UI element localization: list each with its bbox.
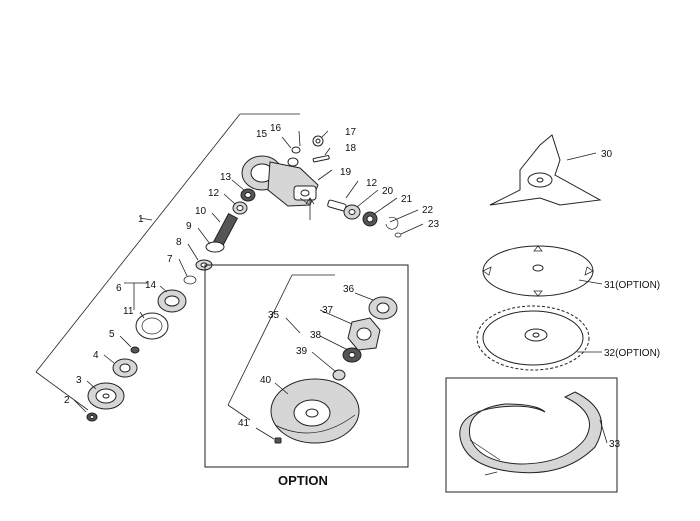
callout-23: 23 (428, 219, 440, 230)
callout-6: 6 (116, 283, 122, 294)
callout-30: 30 (601, 149, 613, 160)
callout-3: 3 (76, 375, 82, 386)
callout-40: 40 (260, 375, 272, 386)
callout-36: 36 (343, 284, 355, 295)
callout-32: 32(OPTION) (604, 348, 660, 359)
callout-5: 5 (109, 329, 115, 340)
callout-13: 13 (220, 172, 232, 183)
lower-shaft-stack (183, 188, 256, 285)
callout-2: 2 (64, 395, 70, 406)
callout-14: 14 (145, 280, 157, 291)
callout-15: 15 (256, 129, 268, 140)
callout-1: 1 (138, 214, 144, 225)
flange-stack (86, 289, 187, 422)
saw-blade (476, 305, 590, 371)
option-bracket (227, 274, 335, 421)
callout-17: 17 (345, 127, 357, 138)
callout-7: 7 (167, 254, 173, 265)
callout-4: 4 (93, 350, 99, 361)
callout-22: 22 (422, 205, 434, 216)
callout-19: 19 (340, 167, 352, 178)
callout-41: 41 (238, 418, 250, 429)
eight-tooth-blade (482, 245, 594, 297)
option-title: OPTION (278, 473, 328, 488)
callout-33: 33 (609, 439, 621, 450)
option-parts (270, 296, 398, 444)
callout-10: 10 (195, 206, 207, 217)
callout-labels: 1 2 3 4 5 6 7 8 9 10 11 12 12 13 14 15 1… (64, 123, 660, 488)
main-assembly-bracket (35, 113, 300, 411)
callout-31: 31(OPTION) (604, 280, 660, 291)
callout-9: 9 (186, 221, 192, 232)
saw-ring (459, 391, 603, 476)
callout-8: 8 (176, 237, 182, 248)
output-shaft-parts (327, 199, 402, 238)
ring-frame (445, 377, 618, 493)
option-frame (204, 264, 409, 468)
callout-38: 38 (310, 330, 322, 341)
callout-12a: 12 (208, 188, 220, 199)
callout-21: 21 (401, 194, 413, 205)
gear-head-fasteners (291, 135, 330, 163)
leader-lines (73, 130, 608, 444)
callout-11: 11 (123, 306, 134, 317)
callout-37: 37 (322, 305, 334, 316)
callout-20: 20 (382, 186, 394, 197)
callout-16: 16 (270, 123, 282, 134)
callout-12b: 12 (366, 178, 378, 189)
callout-18: 18 (345, 143, 357, 154)
callout-35: 35 (268, 310, 280, 321)
three-tooth-blade (489, 134, 602, 206)
callout-39: 39 (296, 346, 308, 357)
gear-head (241, 155, 319, 220)
